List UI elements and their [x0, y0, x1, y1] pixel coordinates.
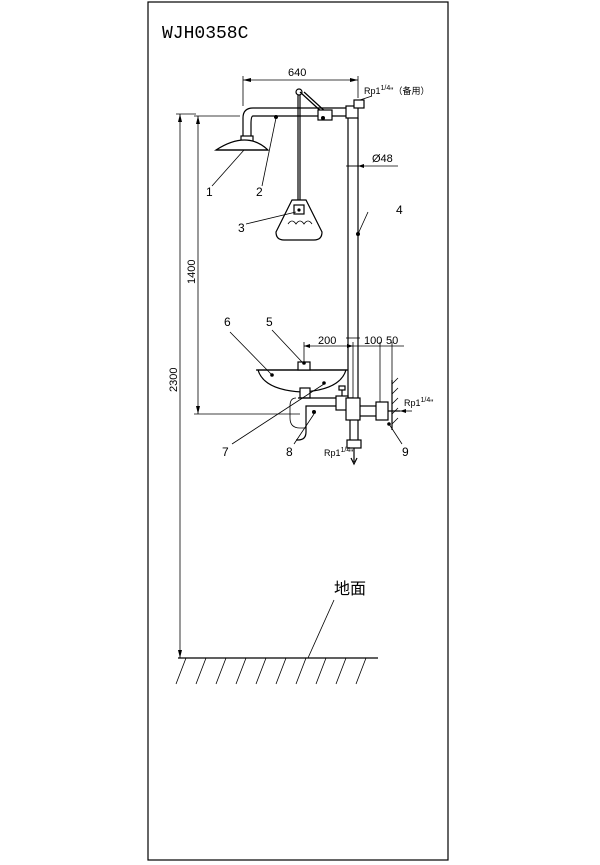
- drawing-frame: [147, 1, 449, 861]
- top-spare-port: [353, 99, 365, 109]
- part-label-7: 7: [222, 445, 229, 459]
- eyewash-valve-assembly: [289, 385, 353, 441]
- dim-640: [242, 76, 359, 106]
- pull-rod: [295, 88, 333, 200]
- part-label-4: 4: [396, 203, 403, 217]
- side-connection-callout: Rp11/4": [400, 397, 433, 413]
- shower-valve: [317, 109, 333, 121]
- dim-2300: [176, 113, 196, 658]
- part-label-8: 8: [286, 445, 293, 459]
- part-label-6: 6: [224, 315, 231, 329]
- dim-640-label: 640: [288, 67, 306, 79]
- lower-tee-inlet: [345, 397, 400, 466]
- bottom-conn-num: 1: [341, 447, 345, 454]
- part-label-1: 1: [206, 185, 213, 199]
- dim-50-label: 50: [386, 335, 398, 347]
- shower-head: [213, 135, 270, 151]
- eyewash-bowl: [256, 361, 348, 399]
- top-connection-callout: Rp11/4"（备用）: [359, 85, 429, 101]
- top-conn-suffix: "（备用）: [390, 85, 429, 96]
- dim-200-100-50: [303, 342, 404, 402]
- top-horizontal-pipe: [242, 99, 365, 140]
- part-label-2: 2: [256, 185, 263, 199]
- dim-100-label: 100: [364, 335, 382, 347]
- ground-line: [175, 599, 378, 685]
- bottom-conn-prefix: Rp1: [324, 448, 341, 458]
- side-conn-num: 1: [421, 397, 425, 404]
- ground-label: 地面: [334, 579, 366, 598]
- svg-text:Rp11/4"（备用）: Rp11/4"（备用）: [364, 85, 429, 96]
- bottom-conn-suffix: ": [350, 448, 353, 458]
- part-label-3: 3: [238, 221, 245, 235]
- leader-lines: [211, 117, 403, 445]
- side-conn-suffix: ": [430, 398, 433, 408]
- svg-text:Rp11/4": Rp11/4": [404, 397, 433, 408]
- inlet-flange: [375, 401, 389, 421]
- dim-200-label: 200: [318, 335, 336, 347]
- top-conn-prefix: Rp1: [364, 86, 381, 96]
- top-conn-den: 4: [386, 85, 390, 92]
- part-label-9: 9: [402, 445, 409, 459]
- side-conn-den: 4: [426, 397, 430, 404]
- part-label-5: 5: [266, 315, 273, 329]
- top-conn-num: 1: [381, 85, 385, 92]
- dim-diameter-label: Ø48: [372, 153, 393, 165]
- dim-1400: [194, 115, 300, 415]
- bottom-connection-callout: Rp11/4": [324, 447, 353, 458]
- wall-hatch: [387, 377, 399, 430]
- pull-handle: [275, 199, 323, 241]
- bottom-conn-den: 4: [346, 447, 350, 454]
- svg-text:Rp11/4": Rp11/4": [324, 447, 353, 458]
- side-conn-prefix: Rp1: [404, 398, 421, 408]
- dim-1400-label: 1400: [186, 260, 198, 284]
- drawing-title: WJH0358C: [162, 24, 249, 44]
- dim-2300-label: 2300: [168, 368, 180, 392]
- dim-diameter: [348, 164, 398, 168]
